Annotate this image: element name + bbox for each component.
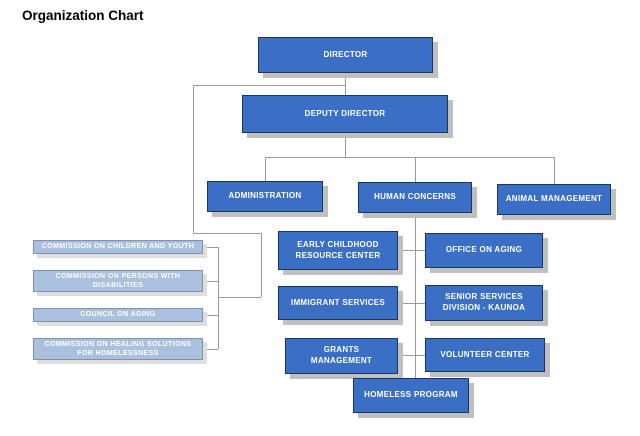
org-node-deputy-director: DEPUTY DIRECTOR	[242, 95, 448, 133]
org-node-senior-services-division: SENIOR SERVICES DIVISION - KAUNOA	[425, 285, 543, 321]
org-node-commission-healing-homelessness: COMMISSION ON HEALING SOLUTIONS FOR HOME…	[33, 338, 203, 360]
org-node-animal-management: ANIMAL MANAGEMENT	[497, 184, 611, 215]
org-node-grants-management-label: GRANTS MANAGEMENT	[310, 345, 373, 365]
org-node-commission-persons-disabilities-label: COMMISSION ON PERSONS WITH DISABILITIES	[55, 272, 181, 289]
connector-line	[345, 133, 346, 157]
org-node-volunteer-center-label: VOLUNTEER CENTER	[440, 349, 530, 359]
org-node-commission-children-youth: COMMISSION ON CHILDREN AND YOUTH	[33, 240, 203, 254]
org-node-administration: ADMINISTRATION	[207, 181, 323, 212]
connector-line	[398, 250, 425, 251]
connector-line	[345, 73, 346, 95]
connector-line	[203, 349, 218, 350]
org-node-director: DIRECTOR	[258, 37, 433, 73]
connector-line	[218, 247, 219, 349]
connector-line	[193, 85, 194, 233]
org-node-office-on-aging-label: OFFICE ON AGING	[445, 245, 523, 255]
connector-line	[203, 281, 218, 282]
org-node-early-childhood-resource-center: EARLY CHILDHOOD RESOURCE CENTER	[278, 231, 398, 270]
connector-line	[265, 157, 266, 181]
connector-line	[193, 233, 261, 234]
org-node-early-childhood-resource-center-label: EARLY CHILDHOOD RESOURCE CENTER	[295, 239, 381, 260]
org-node-homeless-program: HOMELESS PROGRAM	[353, 378, 469, 413]
org-node-commission-persons-disabilities: COMMISSION ON PERSONS WITH DISABILITIES	[33, 270, 203, 292]
org-node-grants-management: GRANTS MANAGEMENT	[285, 338, 398, 374]
org-node-volunteer-center: VOLUNTEER CENTER	[425, 338, 545, 372]
org-node-immigrant-services-label: IMMIGRANT SERVICES	[290, 297, 386, 307]
page-title: Organization Chart	[22, 8, 144, 23]
org-node-office-on-aging: OFFICE ON AGING	[425, 233, 543, 268]
org-node-deputy-director-label: DEPUTY DIRECTOR	[304, 108, 386, 118]
org-node-human-concerns: HUMAN CONCERNS	[358, 182, 472, 213]
connector-line	[265, 157, 555, 158]
org-node-administration-label: ADMINISTRATION	[228, 191, 302, 201]
org-node-senior-services-division-label: SENIOR SERVICES DIVISION - KAUNOA	[442, 292, 526, 312]
org-node-immigrant-services: IMMIGRANT SERVICES	[278, 286, 398, 320]
org-node-council-on-aging-label: COUNCIL ON AGING	[80, 311, 156, 319]
connector-line	[398, 303, 425, 304]
org-node-human-concerns-label: HUMAN CONCERNS	[374, 192, 456, 202]
org-node-homeless-program-label: HOMELESS PROGRAM	[364, 390, 458, 400]
connector-line	[261, 233, 262, 297]
connector-line	[203, 315, 218, 316]
connector-line	[415, 157, 416, 182]
connector-line	[415, 213, 416, 378]
connector-line	[203, 247, 218, 248]
connector-line	[218, 297, 261, 298]
org-node-commission-healing-homelessness-label: COMMISSION ON HEALING SOLUTIONS FOR HOME…	[44, 340, 192, 357]
org-node-council-on-aging: COUNCIL ON AGING	[33, 308, 203, 322]
connector-line	[193, 85, 345, 86]
org-node-commission-children-youth-label: COMMISSION ON CHILDREN AND YOUTH	[41, 243, 195, 251]
connector-line	[398, 355, 425, 356]
org-node-animal-management-label: ANIMAL MANAGEMENT	[505, 194, 603, 204]
org-node-director-label: DIRECTOR	[323, 49, 368, 59]
connector-line	[554, 157, 555, 184]
